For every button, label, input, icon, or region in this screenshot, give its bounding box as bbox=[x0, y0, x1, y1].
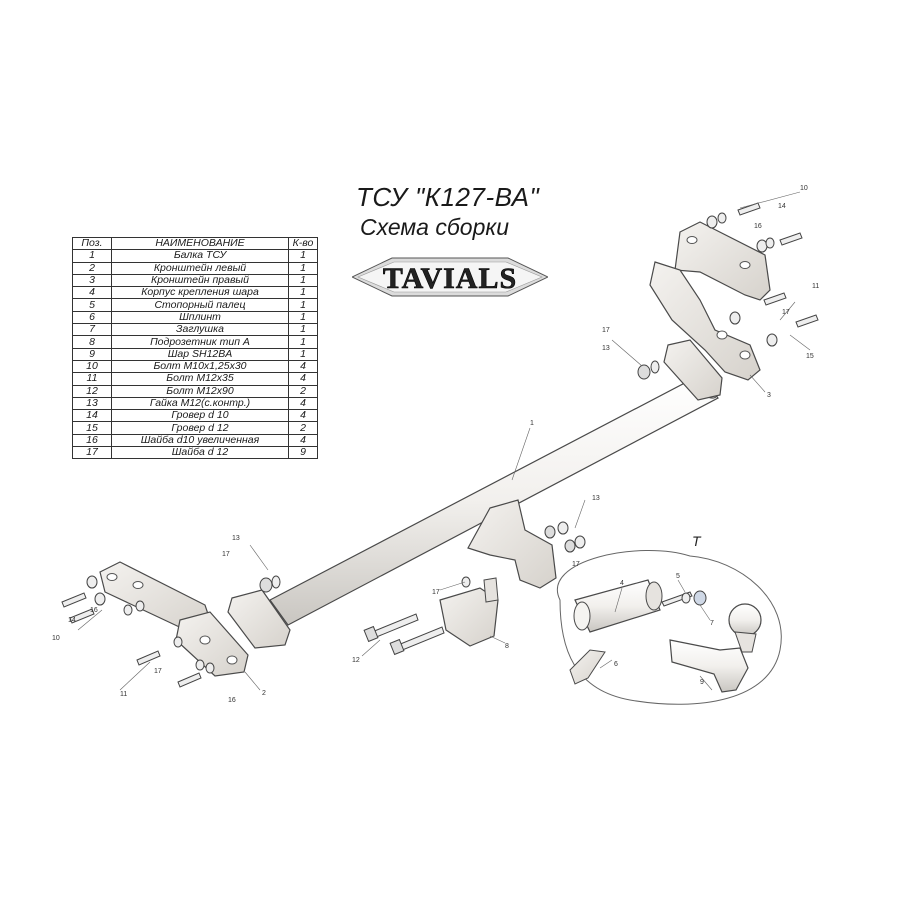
callout-13-center: 13 bbox=[592, 495, 600, 502]
callout-16-left: 16 bbox=[228, 697, 236, 704]
callout-16-right: 16 bbox=[754, 223, 762, 230]
detail-t-label: T bbox=[692, 533, 702, 549]
left-hardware bbox=[61, 575, 281, 688]
callout-15: 15 bbox=[806, 353, 814, 360]
callout-13-right: 13 bbox=[602, 345, 610, 352]
callout-17-lower: 17 bbox=[154, 668, 162, 675]
detail-t-group bbox=[557, 550, 782, 705]
callout-14-right: 14 bbox=[778, 203, 786, 210]
callout-7: 7 bbox=[710, 620, 714, 627]
callout-11-left: 11 bbox=[120, 691, 127, 698]
callout-9: 9 bbox=[700, 679, 704, 686]
callout-8: 8 bbox=[505, 643, 509, 650]
logo-text: TAVIALS bbox=[383, 262, 517, 295]
callout-17-rightlow: 17 bbox=[782, 309, 790, 316]
callout-17-right: 17 bbox=[602, 327, 610, 334]
callout-16-leftmid: 16 bbox=[90, 607, 98, 614]
callout-17-left: 17 bbox=[222, 551, 230, 558]
cell-qty: 9 bbox=[288, 446, 318, 460]
center-nuts bbox=[461, 521, 586, 588]
callout-10: 10 bbox=[52, 635, 60, 642]
callout-17-socket: 17 bbox=[432, 589, 440, 596]
beam-right-plate bbox=[663, 339, 723, 401]
socket-plate-tab bbox=[483, 577, 499, 603]
tavials-logo: TAVIALS bbox=[352, 257, 548, 297]
callout-2: 2 bbox=[262, 690, 266, 697]
drawing-title: ТСУ "К127-ВА" bbox=[356, 182, 540, 212]
callout-4: 4 bbox=[620, 580, 624, 587]
header-name: НАИМЕНОВАНИЕ bbox=[111, 236, 289, 251]
leader-lines bbox=[77, 191, 811, 691]
bolts-m12x90 bbox=[363, 613, 445, 656]
callout-11-right: 11 bbox=[812, 283, 819, 290]
right-bracket bbox=[649, 221, 771, 381]
callout-5: 5 bbox=[676, 573, 680, 580]
callout-14-left: 14 bbox=[68, 617, 76, 624]
callout-13-left: 13 bbox=[232, 535, 240, 542]
callout-17-center: 17 bbox=[572, 561, 580, 568]
left-bracket bbox=[99, 561, 249, 677]
socket-plate bbox=[439, 587, 499, 647]
right-hardware bbox=[637, 202, 819, 380]
ball-mount-bracket bbox=[467, 499, 557, 589]
callout-12: 12 bbox=[352, 657, 360, 664]
drawing-subtitle: Схема сборки bbox=[360, 214, 510, 240]
callout-10-right: 10 bbox=[800, 185, 808, 192]
parts-table-header: Поз. НАИМЕНОВАНИЕ К-во bbox=[72, 236, 318, 251]
callout-6: 6 bbox=[614, 661, 618, 668]
callout-3: 3 bbox=[767, 392, 771, 399]
callout-1: 1 bbox=[530, 420, 534, 427]
header-qty: К-во bbox=[288, 236, 318, 251]
